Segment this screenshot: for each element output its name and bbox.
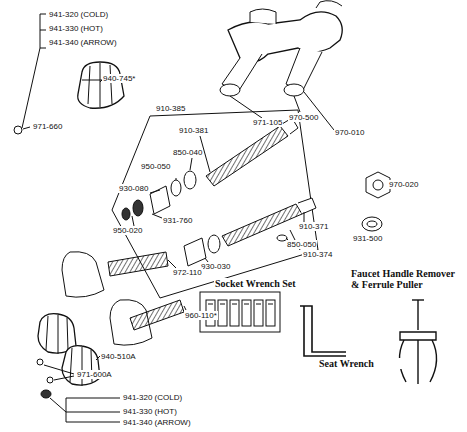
stem-tip — [298, 198, 316, 214]
handle — [78, 62, 124, 108]
handle — [62, 346, 100, 386]
leader-line — [23, 127, 30, 129]
callout-number: 950-020 — [112, 226, 143, 235]
callout-number: 941-330 (HOT) — [48, 24, 104, 33]
leader-line — [205, 212, 304, 262]
callout-number: 940-510A — [100, 352, 137, 361]
handle-puller — [399, 300, 436, 384]
callout-number: 970-010 — [334, 128, 365, 137]
index-cap — [41, 390, 51, 398]
handle-ribs — [46, 315, 68, 354]
callout-number: 931-500 — [352, 234, 383, 243]
callout-number: 970-500 — [288, 113, 319, 122]
screw — [14, 126, 22, 134]
callout-number: 941-330 (HOT) — [122, 407, 178, 416]
spout-outlet — [250, 9, 276, 24]
callout-number: 941-320 (COLD) — [48, 10, 109, 19]
callout-number: 850-040 — [172, 148, 203, 157]
callout-number: 972-110 — [172, 268, 203, 277]
ferrule — [362, 217, 382, 231]
callout-number: 941-340 (ARROW) — [122, 418, 192, 427]
callout-number: 960-110* — [184, 311, 218, 320]
callout-number: 850-050 — [286, 240, 317, 249]
callout-number: 910-385 — [155, 104, 186, 113]
callout-number: 941-320 (COLD) — [122, 393, 183, 402]
escutcheon — [62, 252, 104, 297]
o-ring — [171, 180, 181, 196]
handle-ribs — [70, 347, 92, 386]
leader-line — [44, 365, 120, 422]
callout-number: 930-080 — [118, 184, 149, 193]
callout-number: 910-374 — [302, 250, 333, 259]
pipe-end — [284, 84, 304, 96]
callout-number: 931-760 — [162, 216, 193, 225]
callout-number: 950-050 — [140, 162, 171, 171]
nipple — [108, 252, 168, 276]
hex-nut-bore — [373, 180, 383, 190]
callout-number: 910-371 — [298, 222, 329, 231]
washer — [208, 235, 220, 253]
nipple — [130, 300, 184, 330]
pipe-end — [220, 84, 240, 96]
callout-number: 971-660 — [32, 122, 63, 131]
callout-number: 971-105 — [252, 118, 283, 127]
leader-line — [22, 14, 46, 128]
tool-label: Faucet Handle Remover & Ferrule Puller — [350, 268, 462, 290]
tool-label: Seat Wrench — [318, 358, 410, 369]
callout-number: 910-381 — [178, 126, 209, 135]
callout-number: 930-030 — [200, 262, 231, 271]
callout-number: 971-600A — [76, 370, 113, 379]
hex-nut — [366, 172, 390, 198]
spout-outlet — [316, 1, 342, 8]
callout-number: 941-340 (ARROW) — [48, 38, 118, 47]
screw — [37, 359, 43, 365]
callout-number: 940-745* — [102, 74, 136, 83]
handle-ribs — [82, 63, 121, 107]
valve-body — [228, 12, 342, 62]
stem — [206, 126, 288, 186]
tool-label: Socket Wrench Set — [214, 278, 336, 289]
spring — [122, 208, 130, 220]
seat-wrench — [300, 306, 346, 356]
callout-number: 970-020 — [388, 180, 419, 189]
screw — [47, 377, 53, 383]
seat — [133, 200, 143, 216]
ferrule-bore — [367, 221, 377, 227]
washer — [184, 171, 196, 189]
leader-line — [230, 92, 334, 130]
